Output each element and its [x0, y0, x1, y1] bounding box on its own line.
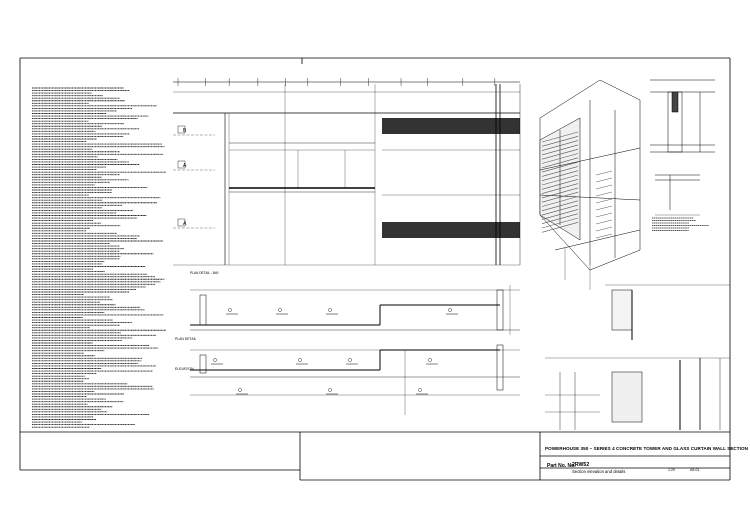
grid-bubble: [328, 308, 332, 312]
louver-blade: [541, 204, 579, 216]
plan-detail-lower: [190, 344, 520, 415]
louver-blade: [541, 191, 579, 203]
louver-blade: [595, 233, 613, 239]
louver-blade: [541, 148, 579, 160]
louver-blade: [541, 144, 579, 156]
louver-blade: [541, 157, 579, 169]
grid-bubble: [228, 308, 232, 312]
grid-bubble: [213, 358, 217, 362]
louver-blade: [595, 170, 613, 176]
louver-blade: [595, 205, 613, 211]
louver-blade: [541, 131, 579, 143]
grid-bubble: [428, 358, 432, 362]
title-block-sheet-number: A5.01: [690, 468, 700, 472]
louver-blade: [541, 166, 579, 177]
title-block-drawing-number: 2RW52: [572, 462, 590, 468]
grid-bubble: [328, 388, 332, 392]
plan-bottom-label: ELEVATION: [175, 367, 194, 371]
louver-blade: [595, 184, 613, 190]
general-notes-text-block: [32, 87, 167, 428]
detail-bottom-right: [545, 284, 730, 430]
grid-bubble: [448, 308, 452, 312]
isometric-louver-hatch: [541, 131, 613, 239]
title-block-project-title: POWERHOUSE 350 – SERIES 4 CONCRETE TOWER…: [545, 446, 748, 451]
detail-top-right: [650, 79, 715, 216]
grid-bubble: [418, 388, 422, 392]
louver-blade: [541, 174, 579, 186]
plan-lower-label: PLAN DETAIL: [175, 337, 197, 341]
section-tag-b: B: [183, 128, 187, 134]
plan-upper-label: PLAN DETAIL - BAY: [190, 271, 220, 275]
louver-blade: [541, 161, 579, 173]
louver-blade: [595, 212, 613, 218]
section-tag-a: A: [183, 163, 187, 169]
louver-blade: [541, 213, 579, 224]
louver-blade: [541, 183, 579, 194]
grid-bubble: [238, 388, 242, 392]
isometric-curtain-wall: [539, 79, 641, 290]
louver-blade: [541, 209, 579, 220]
title-block-drawing-label: Part No. No.: [547, 463, 576, 469]
grid-bubble: [298, 358, 302, 362]
section-tag-a-lower: A: [183, 221, 187, 227]
grid-bubble: [278, 308, 282, 312]
title-block-description: Section elevation and details: [572, 469, 626, 474]
louver-blade: [595, 177, 613, 183]
louver-blade: [541, 136, 579, 147]
louver-blade: [541, 153, 579, 164]
louver-blade: [595, 226, 613, 232]
louver-blade: [541, 187, 579, 199]
louver-blade: [541, 217, 579, 229]
louver-blade: [541, 196, 579, 207]
louver-blade: [541, 222, 579, 233]
dimension-string-top: [177, 78, 496, 86]
louver-blade: [595, 198, 613, 204]
section-elevation: [173, 78, 521, 266]
louver-blade: [541, 179, 579, 190]
detail-note-lines: [652, 217, 710, 231]
louver-blade: [541, 140, 579, 151]
louver-blade: [541, 200, 579, 212]
sheet-border: [19, 57, 731, 481]
plan-annotations: [211, 308, 458, 395]
title-block-scale: 1:20: [668, 468, 675, 472]
plan-detail-upper: [190, 285, 520, 335]
louver-blade: [595, 219, 613, 225]
louver-blade: [595, 191, 613, 197]
grid-bubble: [348, 358, 352, 362]
louver-blade: [541, 170, 579, 181]
